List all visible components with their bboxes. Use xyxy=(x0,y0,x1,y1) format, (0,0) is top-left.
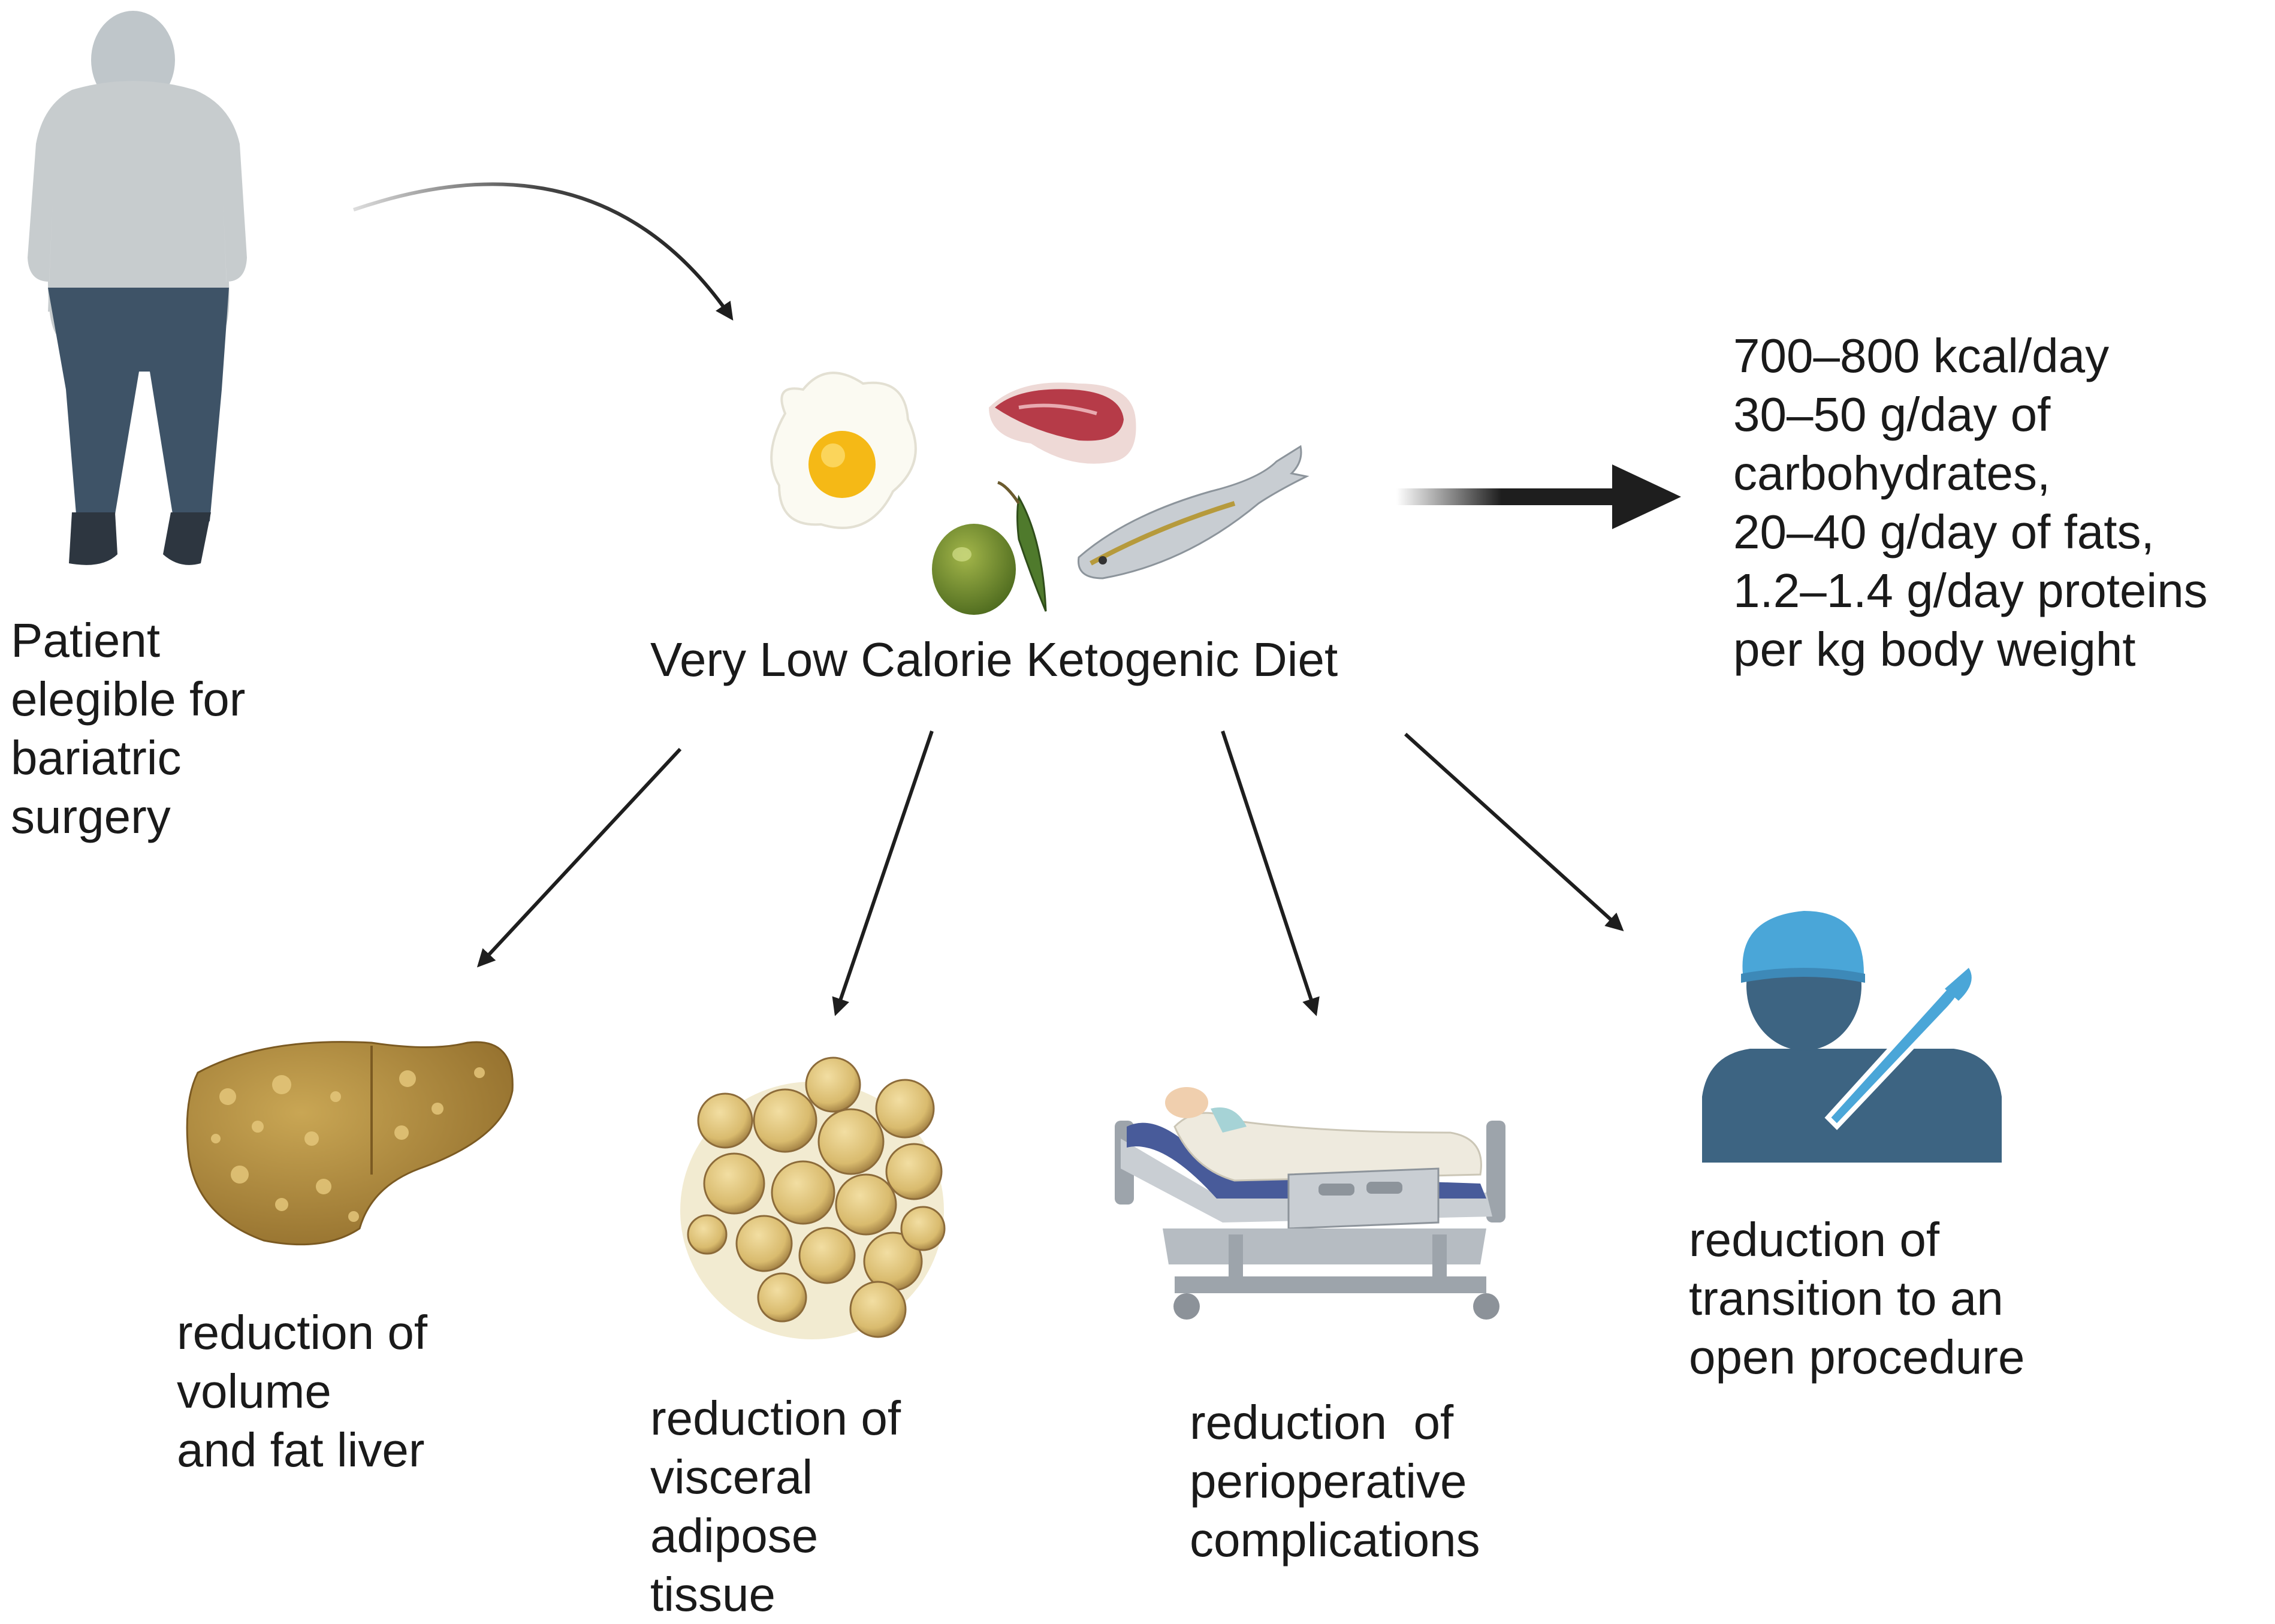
composition-line: 30–50 g/day of xyxy=(1733,388,2051,441)
curved-arrow xyxy=(353,182,734,321)
adipose-outcome-line: reduction of xyxy=(650,1391,901,1445)
arrow-to-liver xyxy=(476,747,682,968)
composition-line: per kg body weight xyxy=(1733,623,2136,676)
transition-outcome-line: transition to an xyxy=(1689,1272,2004,1325)
patient-label-line: surgery xyxy=(11,790,171,843)
liver-outcome-line: volume xyxy=(177,1365,331,1418)
composition-arrow xyxy=(1396,464,1681,529)
liver-outcome-line: reduction of xyxy=(177,1306,428,1359)
arrow-to-surgeon xyxy=(1404,732,1624,932)
patient-label-line: elegible for xyxy=(11,672,246,726)
composition-line: carbohydrates, xyxy=(1733,446,2051,500)
composition-label: 700–800 kcal/day 30–50 g/day of carbohyd… xyxy=(1733,327,2208,679)
transition-outcome-line: open procedure xyxy=(1689,1330,2025,1384)
adipose-outcome-line: tissue xyxy=(650,1568,776,1621)
periop-outcome-label: reduction of perioperative complications xyxy=(1190,1393,1480,1569)
fried-egg-icon xyxy=(770,372,917,529)
periop-outcome-line: reduction of xyxy=(1190,1396,1454,1449)
patient-label-line: Patient xyxy=(11,614,161,667)
transition-outcome-label: reduction of transition to an open proce… xyxy=(1689,1211,2024,1387)
hospital-bed-icon xyxy=(1115,1087,1505,1320)
arrow-to-adipose xyxy=(832,731,934,1016)
transition-outcome-line: reduction of xyxy=(1689,1213,1940,1266)
liver-outcome-line: and fat liver xyxy=(177,1423,425,1477)
fish-icon xyxy=(1078,445,1310,579)
adipose-outcome-line: visceral xyxy=(650,1450,813,1504)
composition-line: 700–800 kcal/day xyxy=(1733,329,2110,382)
steak-icon xyxy=(989,382,1136,464)
olive-icon xyxy=(932,481,1047,615)
diet-title: Very Low Calorie Ketogenic Diet xyxy=(650,633,1338,686)
surgeon-icon xyxy=(1702,911,2002,1163)
fatty-liver-icon xyxy=(186,1041,514,1246)
adipose-outcome-line: adipose xyxy=(650,1509,819,1562)
patient-label: Patient elegible for bariatric surgery xyxy=(11,611,245,846)
composition-line: 1.2–1.4 g/day proteins xyxy=(1733,564,2208,617)
composition-line: 20–40 g/day of fats, xyxy=(1733,505,2155,559)
liver-outcome-label: reduction of volume and fat liver xyxy=(177,1303,427,1480)
patient-silhouette-icon xyxy=(28,11,247,565)
periop-outcome-line: perioperative xyxy=(1190,1454,1467,1508)
arrow-to-bed xyxy=(1221,731,1320,1016)
adipose-outcome-label: reduction of visceral adipose tissue xyxy=(650,1389,901,1624)
patient-label-line: bariatric xyxy=(11,731,182,784)
periop-outcome-line: complications xyxy=(1190,1513,1480,1566)
adipose-tissue-icon xyxy=(680,1056,946,1339)
